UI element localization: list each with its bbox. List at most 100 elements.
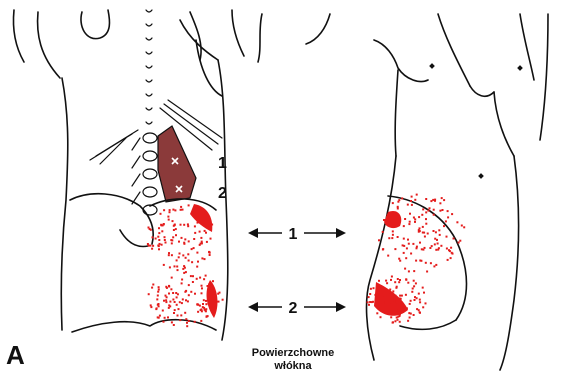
pain-dot [172, 220, 174, 222]
pain-dot [147, 243, 149, 245]
pain-dot [388, 237, 390, 239]
pain-dot [413, 217, 415, 219]
pain-dot [158, 303, 160, 305]
pain-dot [430, 200, 432, 202]
pain-dot [410, 253, 412, 255]
pain-dot [419, 227, 421, 229]
pain-dot [397, 206, 399, 208]
pain-dot [161, 230, 163, 232]
pain-dots-lower-left [148, 271, 224, 327]
pain-dot [437, 243, 439, 245]
pain-dot [391, 276, 393, 278]
pain-dot [390, 279, 392, 281]
pain-dot [422, 287, 424, 289]
pain-dot [214, 307, 216, 309]
pain-dot [205, 275, 207, 277]
pain-dot [187, 300, 189, 302]
pain-dot [429, 247, 431, 249]
pain-dot [404, 218, 406, 220]
pain-dot [411, 291, 413, 293]
pain-dot [201, 217, 203, 219]
pain-dot [389, 289, 391, 291]
pain-dot [378, 280, 380, 282]
pain-dot [438, 229, 440, 231]
pain-dot [399, 315, 401, 317]
pain-dot [180, 206, 182, 208]
pain-dot [369, 301, 371, 303]
pain-dot [182, 254, 184, 256]
pain-dot [169, 211, 171, 213]
pain-dot [205, 308, 207, 310]
pain-dot [446, 236, 448, 238]
pain-dot [163, 300, 165, 302]
arrow-left-head-icon [248, 302, 258, 312]
pain-dot [390, 303, 392, 305]
pain-dot [205, 300, 207, 302]
pain-dot [461, 225, 463, 227]
pain-dot [414, 199, 416, 201]
pain-dot [404, 268, 406, 270]
pain-dot [178, 308, 180, 310]
pain-dot [199, 277, 201, 279]
pain-dot [443, 225, 445, 227]
pain-dot [374, 294, 376, 296]
pain-dot [206, 241, 208, 243]
arrow-2: 2 [248, 300, 346, 317]
pain-dot [183, 224, 185, 226]
pain-dot [168, 307, 170, 309]
pain-dot [411, 196, 413, 198]
pain-dot [183, 242, 185, 244]
pain-dot [416, 247, 418, 249]
pain-dot [463, 226, 465, 228]
pain-dot [420, 260, 422, 262]
pain-dot [164, 239, 166, 241]
pain-dot [157, 295, 159, 297]
pain-dot [188, 284, 190, 286]
pain-dot [162, 310, 164, 312]
pain-dot [430, 262, 432, 264]
pain-dot [399, 300, 401, 302]
pain-dot [373, 287, 375, 289]
pain-dot [171, 239, 173, 241]
pain-dot [168, 304, 170, 306]
pain-dot [161, 244, 163, 246]
pain-dot [172, 299, 174, 301]
pain-dot [447, 216, 449, 218]
pain-dot [210, 287, 212, 289]
pain-dot [158, 232, 160, 234]
pain-dot [382, 301, 384, 303]
pain-dot [393, 299, 395, 301]
pain-dot [168, 293, 170, 295]
pain-dot [196, 266, 198, 268]
pain-dot [184, 238, 186, 240]
pain-dot [196, 252, 198, 254]
pain-dot [407, 204, 409, 206]
pain-dot [369, 293, 371, 295]
pain-dot [151, 248, 153, 250]
pain-dot [391, 237, 393, 239]
pain-dot [211, 224, 213, 226]
pain-dot [392, 202, 394, 204]
pain-dot [175, 228, 177, 230]
pain-dot [184, 312, 186, 314]
pain-dot [403, 252, 405, 254]
pain-dot [395, 295, 397, 297]
muscle-point-label-1: 1 [218, 155, 227, 172]
pain-dot [174, 309, 176, 311]
pain-dot [443, 199, 445, 201]
pain-dot [210, 285, 212, 287]
pain-dot [201, 292, 203, 294]
pain-dot [159, 243, 161, 245]
pain-dot [166, 296, 168, 298]
pain-dot [171, 242, 173, 244]
pain-dot [196, 278, 198, 280]
pain-dot [194, 225, 196, 227]
pain-dot [405, 279, 407, 281]
pain-dot [376, 312, 378, 314]
pain-dot [190, 291, 192, 293]
pain-dot [436, 239, 438, 241]
pain-dot [414, 299, 416, 301]
pain-dot [397, 278, 399, 280]
